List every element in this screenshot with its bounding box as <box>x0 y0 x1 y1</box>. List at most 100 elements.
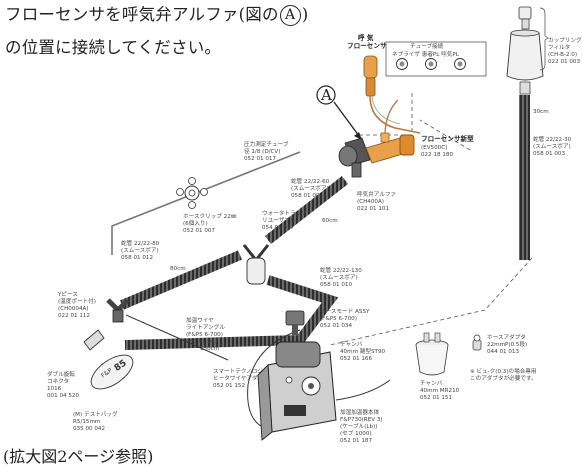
callout-circle-a <box>316 85 336 105</box>
hose-80-label-1: 蛇管 22/22-80 <box>121 239 160 247</box>
y-piece-label-3: (CH0004A) <box>58 306 89 312</box>
pressure-tube-label-2: 径 1/8 (D/CV) <box>244 147 280 155</box>
humidifier-label-3: (ケーブル(Lb)) <box>340 422 377 430</box>
hose-right-label-3: 058 01 003 <box>533 151 565 157</box>
coupling-filter-label-1: カップリング <box>548 36 582 44</box>
heated-wire-label-3: (F&P5 6-700) <box>186 332 223 338</box>
test-bag: F&P 85 <box>90 354 134 390</box>
coupling-filter-label-3: (CH-B-2.0) <box>548 52 577 58</box>
test-bag-label-3: 035 00 042 <box>73 426 105 432</box>
heated-wire <box>247 329 301 429</box>
length-80-label: 80cm <box>170 266 186 272</box>
callout-a-arrow-head <box>354 132 362 140</box>
caption-enlarged-view: (拡大図2ページ参照) <box>3 447 154 466</box>
hose-60 <box>264 176 349 244</box>
callout-a-letter: A <box>320 86 332 104</box>
flow-sensor-new-label-3: 022 18 180 <box>421 152 453 158</box>
hose-60-label-3: 058 01 005 <box>291 193 323 199</box>
flow-sensor-new <box>365 99 415 164</box>
hose-adapter-label-3: 044 01 013 <box>487 349 519 355</box>
hose-130-label-3: 058 01 010 <box>320 282 352 288</box>
heated-wire-label-1: 加温ワイヤ <box>186 316 214 324</box>
smart-adapter-label-3: 052 01 152 <box>213 383 245 389</box>
exhale-flow-sensor-label-1: 呼 気 <box>358 33 374 42</box>
test-bag-label-1: (M) テストバッグ <box>73 410 118 418</box>
pressure-tube-label-1: 圧力測定チューブ <box>244 140 289 148</box>
adapter-note-2: このアダプタが必要です。 <box>470 374 537 382</box>
hose-block-label-2: (F&P5 6-700) <box>320 316 357 322</box>
tube-connection-panel <box>385 41 487 77</box>
y-piece-label-4: 022 01 112 <box>58 313 90 319</box>
y-piece-label-1: Yピース <box>57 291 78 298</box>
small-chamber-label-3: 052 01 151 <box>420 395 452 401</box>
humidifier-label-5: 052 01 187 <box>340 438 372 444</box>
small-chamber <box>415 332 449 376</box>
water-trap <box>242 244 270 285</box>
small-chamber-label-2: 40mm MR210 <box>420 388 460 394</box>
exhale-valve-alpha <box>338 137 371 178</box>
instruction-text-end: ) <box>301 5 309 24</box>
hose-80-label-3: 058 01 012 <box>121 255 153 261</box>
power-cable <box>335 379 391 401</box>
heated-wire-label-4: 052 01 042 <box>186 339 218 345</box>
pressure-tube <box>111 151 301 255</box>
chamber-holder-label-2: 40mm 雑型ST90 <box>340 347 386 355</box>
pressure-tube-label-3: 052 01 017 <box>244 156 276 162</box>
smart-adapter-label-2: ヒータワイヤアダプタ 730 <box>213 374 282 382</box>
length-130-label: 130cm <box>200 346 219 352</box>
hose-clip <box>176 177 208 209</box>
hose-130-label-2: (スムースボア) <box>320 273 358 281</box>
hose-130-label-1: 蛇管 22/22-130 <box>320 266 362 274</box>
hose-60-label-2: (スムースボア) <box>291 184 329 192</box>
flow-sensor-new-label-2: (EV500C) <box>421 145 447 151</box>
hose-block-label-1: ホースモード ASSY <box>320 308 370 315</box>
heated-wire-label-2: ライトアングル <box>186 323 225 331</box>
hose-right-label-1: 蛇管 22/22-30 <box>533 135 572 143</box>
smart-adapter-label-1: スマートテクノロジ(付) <box>213 367 273 375</box>
heated-wire-left <box>125 314 229 361</box>
exhale-valve-label-1: 呼気弁アルファ <box>357 190 396 198</box>
exhale-flow-sensor-label-2: フローセンサ <box>347 42 387 50</box>
coupling-filter-label-2: フィルタ <box>548 43 570 51</box>
adapter-note-1: ※ ビュ-ク(0.3)の場合専用 <box>470 367 537 375</box>
exhale-valve-label-2: (CH400A) <box>357 199 384 205</box>
hose-right-vertical <box>519 95 530 260</box>
hose-right-label-2: (スムースボア) <box>533 142 571 150</box>
dashed-connection-lines <box>329 93 533 346</box>
humidifier-label-2: F&P730(REV 3) <box>340 417 383 423</box>
flow-sensor-new-label-1: フローセンサ新型 <box>421 134 474 143</box>
hose-adapter-label-2: 22mmP(0.5段) <box>487 340 527 348</box>
water-trap-label-2: リユーザブル <box>262 216 296 224</box>
hose-clip-label-2: (6個入り) <box>183 219 208 227</box>
double-swivel-label-3: 1016 <box>47 386 62 392</box>
hose-130 <box>124 275 339 350</box>
test-bag-label-2: R5/15mm <box>73 419 100 425</box>
chamber-holder-label-3: 052 01 166 <box>340 356 372 362</box>
double-swivel-label-1: ダブル旋転 <box>47 370 75 378</box>
instruction-text: フローセンサを呼気弁アルファ(図の <box>5 5 279 24</box>
exhale-valve-label-3: 022 01 101 <box>357 206 389 212</box>
double-swivel-label-4: 001 04 520 <box>47 393 79 399</box>
hose-adapter-label-1: ホースアダプタ <box>487 333 526 341</box>
hose-block-label-3: 052 01 034 <box>320 323 352 329</box>
double-swivel-connector <box>83 329 105 351</box>
hose-clip-label-1: ホースクリップ 22㎜ <box>183 213 237 220</box>
tube-connection-ports: ネブライザ 患者PL 呼気PL <box>392 50 460 58</box>
double-swivel-label-2: コネクタ <box>47 377 69 385</box>
water-trap-label-3: 054 01 077 <box>262 225 294 231</box>
humidifier-label-1: 加湿加温器本体 <box>340 408 380 416</box>
coupling-filter <box>506 6 549 95</box>
y-piece <box>106 298 130 323</box>
humidifier-unit <box>257 341 337 441</box>
hose-80 <box>120 250 242 310</box>
hose-adapter <box>472 334 482 351</box>
length-60-label: 60cm <box>322 218 338 224</box>
instruction-line-2: の位置に接続してください。 <box>5 38 222 57</box>
hose-block-assy <box>285 310 305 335</box>
water-trap-label-1: ウォータトラップ <box>262 209 307 217</box>
exhale-flow-sensor <box>363 55 421 134</box>
tube-connection-label: チューブ接続 <box>410 42 444 50</box>
humidifier-label-4: (セブ 1000) <box>340 429 372 437</box>
